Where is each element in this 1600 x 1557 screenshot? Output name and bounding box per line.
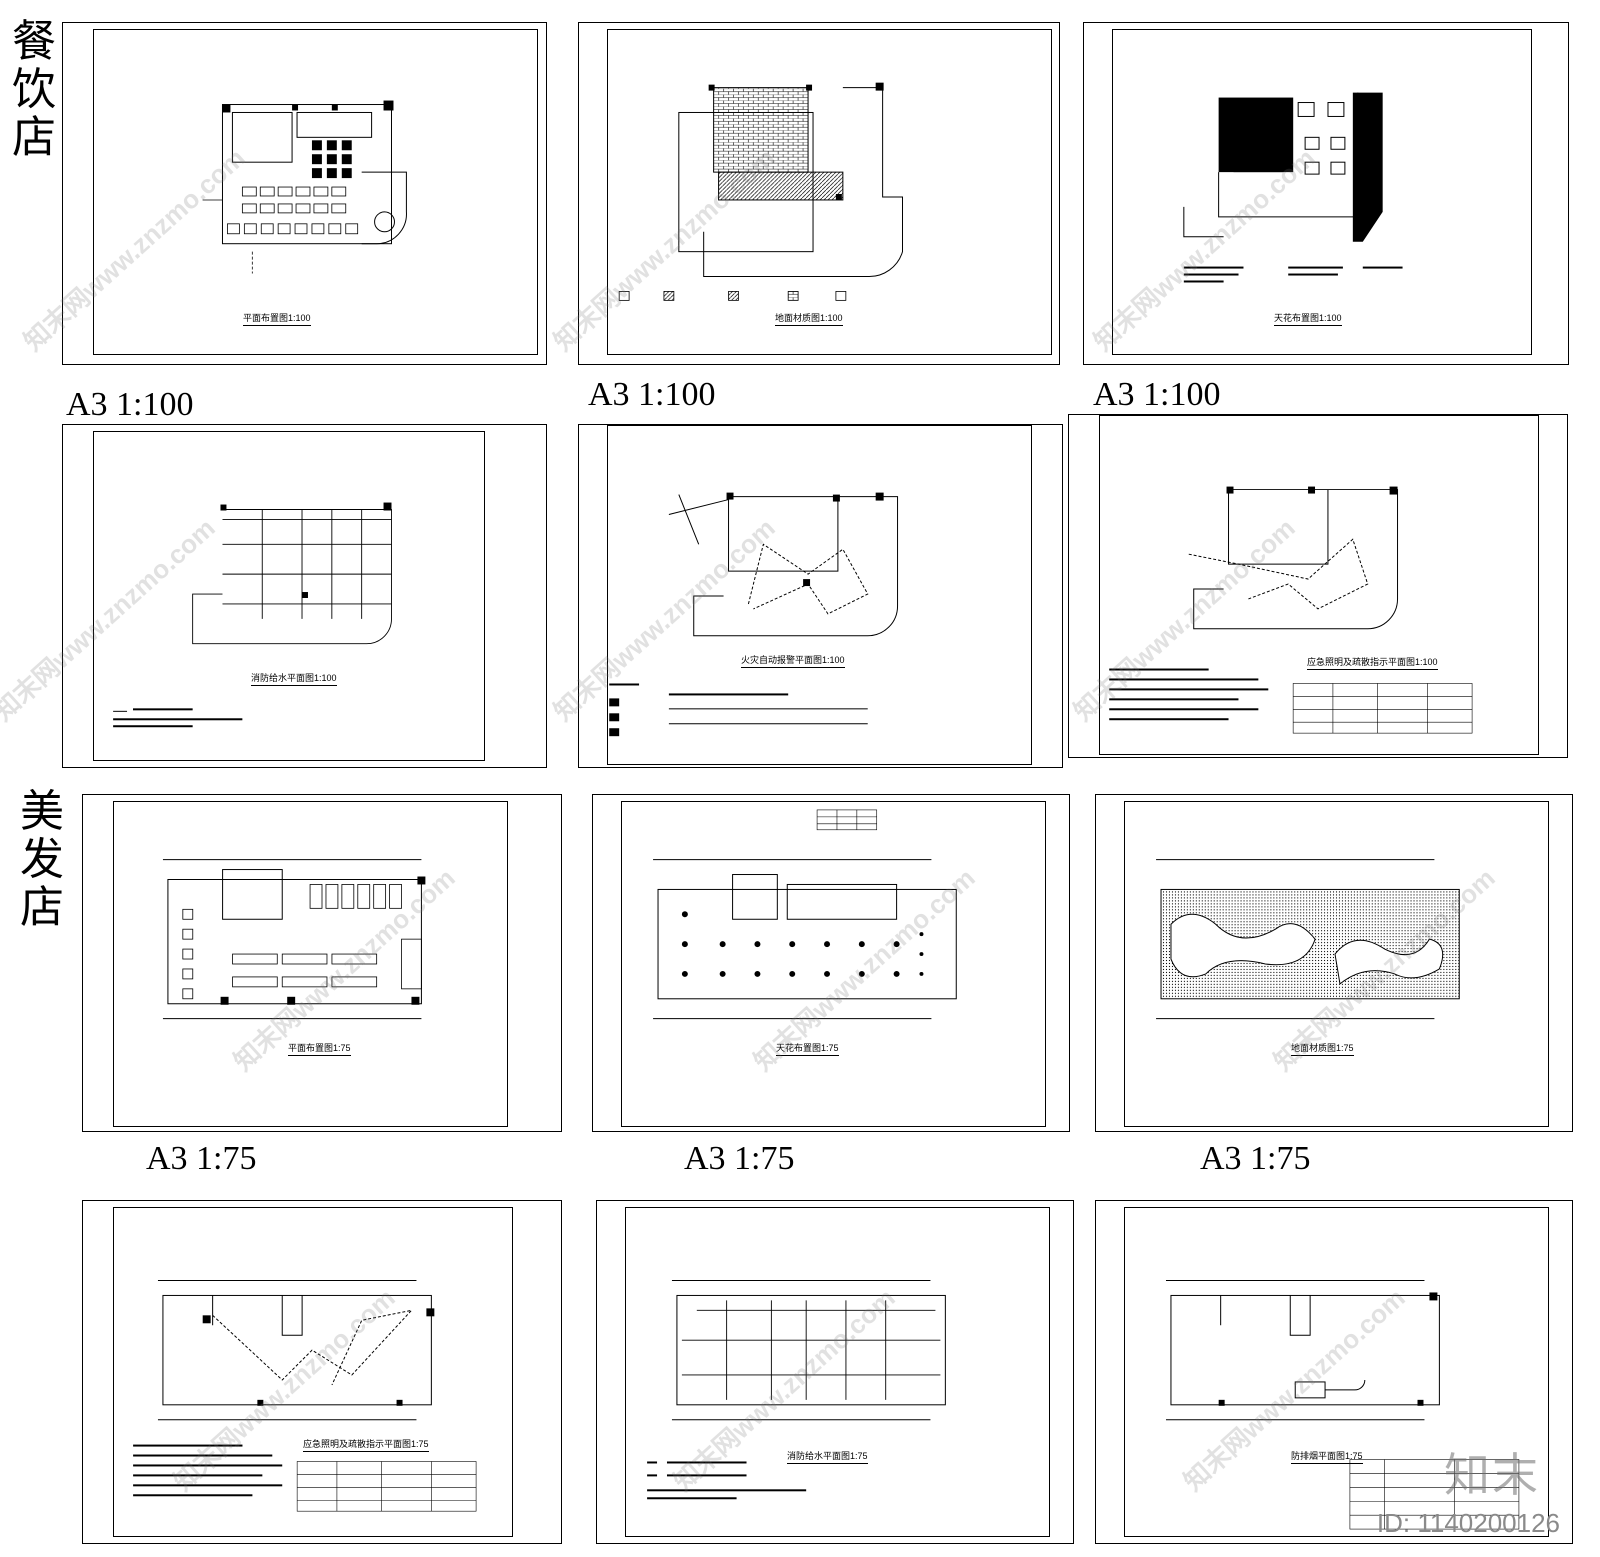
drawing-frame [1124, 1207, 1549, 1537]
restaurant-sheet-fire-alarm[interactable]: 火灾自动报警平面图1:100 [578, 424, 1063, 768]
restaurant-label-char: 店 [12, 112, 56, 163]
restaurant-label-char: 餐 [12, 16, 56, 67]
sheet-title: 消防给水平面图1:100 [251, 671, 337, 686]
brand-logo: 知末 [1444, 1448, 1540, 1502]
emergency-lighting-drawing [1109, 486, 1473, 734]
salon-sheet-floor-material[interactable]: 地面材质图1:75 [1095, 794, 1573, 1132]
salon-sheet-ceiling[interactable]: 天花布置图1:75 [592, 794, 1070, 1132]
salon-scale-label-3: A3 1:75 [1200, 1140, 1311, 1177]
salon-sheet-fire-water[interactable]: 消防给水平面图1:75 [596, 1200, 1074, 1544]
restaurant-scale-label-3: A3 1:100 [1093, 376, 1221, 413]
drawing-frame [1099, 415, 1539, 755]
fire-water-drawing [113, 502, 392, 728]
drawing-frame [625, 1207, 1050, 1537]
sheet-title: 应急照明及疏散指示平面图1:100 [1307, 655, 1438, 670]
drawing-frame [1112, 29, 1532, 355]
fire-alarm-drawing [609, 492, 899, 737]
salon-ceiling-drawing [653, 809, 957, 1020]
floor-plan-drawing [202, 100, 407, 274]
drawing-frame [113, 1207, 513, 1537]
salon-label-char: 店 [20, 882, 64, 933]
salon-floor-material-drawing [1156, 859, 1460, 1020]
restaurant-group-label: 餐 饮 店 [4, 18, 64, 162]
restaurant-sheet-fire-water[interactable]: 消防给水平面图1:100 [62, 424, 547, 768]
salon-smoke-exhaust-drawing [1165, 1280, 1520, 1530]
restaurant-sheet-floor-plan[interactable]: 平面布置图1:100 [62, 22, 547, 365]
salon-emergency-lighting-drawing [133, 1280, 477, 1512]
restaurant-sheet-emergency-lighting[interactable]: 应急照明及疏散指示平面图1:100 [1068, 414, 1568, 758]
image-id: ID: 1140200126 [1376, 1508, 1560, 1538]
sheet-title: 地面材质图1:100 [775, 311, 843, 326]
sheet-title: 平面布置图1:100 [243, 311, 311, 326]
salon-fire-water-drawing [647, 1280, 946, 1500]
sheet-title: 天花布置图1:100 [1274, 311, 1342, 326]
drawing-frame [607, 425, 1032, 765]
floor-material-drawing [618, 82, 904, 301]
sheet-title: 防排烟平面图1:75 [1291, 1449, 1363, 1464]
restaurant-sheet-floor-material[interactable]: 地面材质图1:100 [578, 22, 1060, 365]
drawing-frame [93, 431, 485, 761]
salon-scale-label-2: A3 1:75 [684, 1140, 795, 1177]
salon-label-char: 美 [20, 786, 64, 837]
salon-scale-label-1: A3 1:75 [146, 1140, 257, 1177]
salon-floor-plan-drawing [162, 859, 426, 1020]
sheet-title: 平面布置图1:75 [288, 1041, 351, 1056]
sheet-title: 应急照明及疏散指示平面图1:75 [303, 1437, 429, 1452]
drawing-frame [93, 29, 538, 355]
sheet-title: 火灾自动报警平面图1:100 [741, 653, 845, 668]
salon-label-char: 发 [20, 834, 64, 885]
restaurant-label-char: 饮 [12, 64, 56, 115]
drawing-frame [621, 801, 1046, 1127]
sheet-title: 地面材质图1:75 [1291, 1041, 1354, 1056]
restaurant-sheet-ceiling[interactable]: 天花布置图1:100 [1083, 22, 1569, 365]
ceiling-drawing [1183, 92, 1403, 283]
salon-sheet-smoke-exhaust[interactable]: 防排烟平面图1:75 [1095, 1200, 1573, 1544]
restaurant-scale-label-2: A3 1:100 [588, 376, 716, 413]
restaurant-scale-label-1: A3 1:100 [66, 386, 194, 423]
sheet-title: 天花布置图1:75 [776, 1041, 839, 1056]
salon-sheet-floor-plan[interactable]: 平面布置图1:75 [82, 794, 562, 1132]
salon-sheet-emergency-lighting[interactable]: 应急照明及疏散指示平面图1:75 [82, 1200, 562, 1544]
sheet-title: 消防给水平面图1:75 [787, 1449, 868, 1464]
salon-group-label: 美 发 店 [12, 788, 72, 932]
